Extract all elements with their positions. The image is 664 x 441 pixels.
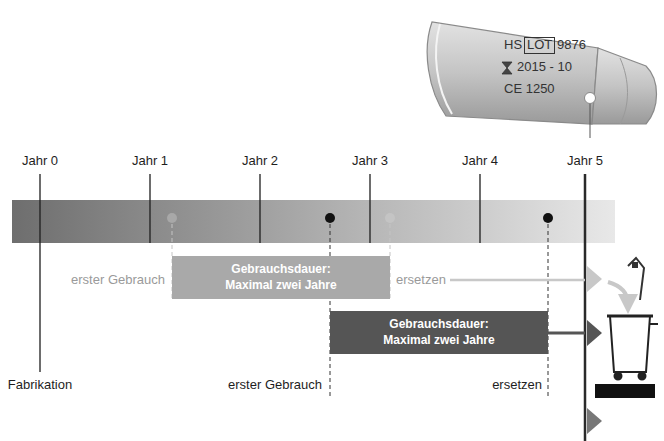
year-label: Jahr 5 (567, 154, 603, 169)
period-text: Maximal zwei Jahre (178, 278, 384, 294)
first-use-label: erster Gebrauch (228, 378, 322, 393)
year-label: Jahr 3 (352, 154, 388, 169)
expiry-date-marking: 2015 - 10 (517, 60, 572, 75)
use-dots (167, 213, 553, 223)
year-label: Jahr 4 (462, 154, 498, 169)
replace-label: ersetzen (396, 273, 446, 288)
device-tip (427, 22, 656, 138)
device-marking: HS (504, 38, 522, 53)
expiry-line (584, 174, 587, 441)
lot-marking: LOT (524, 37, 555, 54)
guide-lines (172, 224, 548, 396)
year-label: Jahr 1 (132, 154, 168, 169)
trash-bin (595, 258, 658, 398)
first-use-label: erster Gebrauch (71, 273, 165, 288)
time-bar (12, 200, 615, 243)
fabrication-label: Fabrikation (8, 378, 72, 393)
usage-period-light: Gebrauchsdauer:Maximal zwei Jahre (172, 256, 390, 299)
ce-marking: CE 1250 (504, 82, 555, 97)
replace-label: ersetzen (492, 378, 542, 393)
usage-period-dark: Gebrauchsdauer:Maximal zwei Jahre (330, 311, 548, 354)
period-text: Gebrauchsdauer: (336, 317, 542, 333)
device-marking: 9876 (557, 38, 586, 53)
period-text: Gebrauchsdauer: (178, 262, 384, 278)
period-text: Maximal zwei Jahre (336, 333, 542, 349)
year-label: Jahr 0 (22, 154, 58, 169)
year-label: Jahr 2 (242, 154, 278, 169)
